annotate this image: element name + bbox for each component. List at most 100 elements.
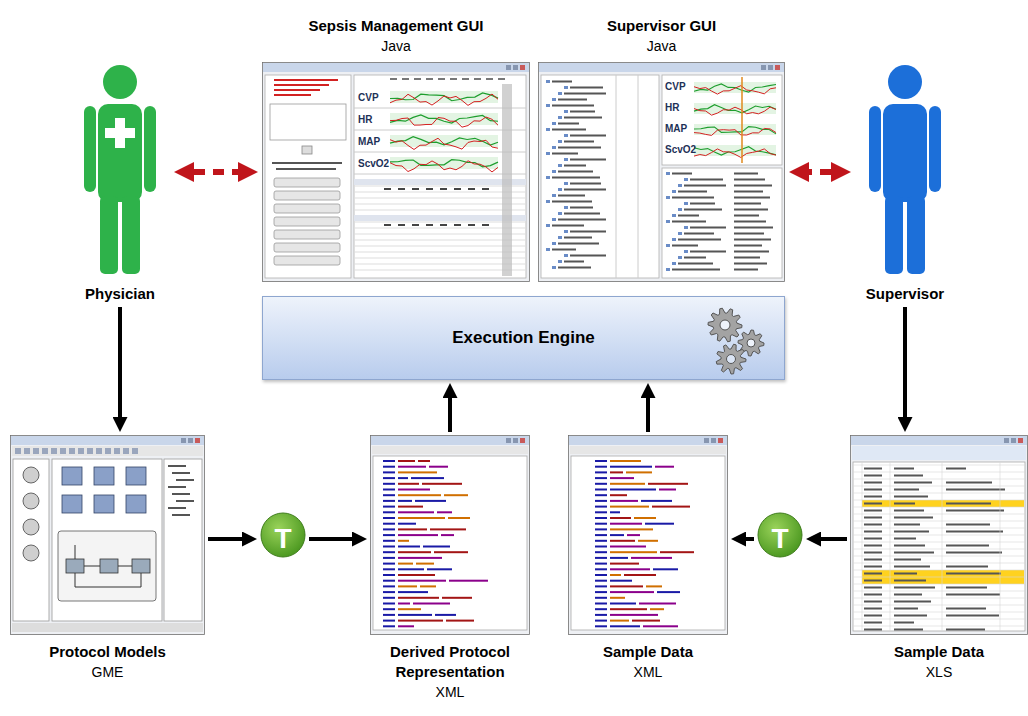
grid-line <box>853 521 1025 522</box>
tool-icon <box>60 448 66 454</box>
text-stroke <box>864 594 882 596</box>
code-stroke <box>430 528 466 530</box>
grid-line <box>354 174 526 175</box>
text-stroke <box>864 601 882 603</box>
text-stroke <box>734 209 768 211</box>
ui-button <box>302 146 312 154</box>
gui-screenshot: Supervisor GUIJavaCVPHRMAPScvO2 <box>538 62 785 282</box>
node-illustration <box>10 435 205 635</box>
text-stroke <box>570 159 606 161</box>
node-title: T <box>771 516 788 562</box>
text-stroke <box>946 608 986 610</box>
grid-line <box>942 462 943 631</box>
flow-arrow <box>118 307 122 417</box>
text-stroke <box>552 105 594 107</box>
text-stroke <box>398 188 405 190</box>
code-stroke <box>610 620 629 622</box>
grid-line <box>853 584 1025 585</box>
gui-screenshot: Sepsis Management GUIJavaCVPHRMAPScvO2 <box>262 62 530 282</box>
code-stroke <box>427 568 452 570</box>
text-stroke <box>864 510 882 512</box>
grid-line <box>354 252 526 253</box>
grid-line <box>853 500 1025 501</box>
ribbon <box>852 446 1026 460</box>
model-wire <box>75 545 141 587</box>
code-stroke <box>626 471 652 473</box>
time-cursor <box>502 84 512 276</box>
code-stroke <box>423 546 450 548</box>
axis-tick <box>462 78 469 80</box>
node-title: Supervisor <box>845 284 965 304</box>
axis-tick <box>414 78 421 80</box>
grid-line <box>354 192 526 193</box>
tree-icon <box>564 254 568 257</box>
illustration-group <box>851 436 1028 635</box>
code-stroke <box>398 471 437 473</box>
text-stroke <box>274 84 329 86</box>
text-stroke <box>168 507 186 509</box>
trend-line <box>390 94 498 105</box>
code-stroke <box>398 494 441 496</box>
title-bar <box>263 63 529 72</box>
code-stroke <box>398 574 435 576</box>
node-title: Physician <box>60 284 180 304</box>
ui-button <box>274 217 340 226</box>
illustration-group <box>84 65 156 274</box>
code-stroke <box>595 489 607 491</box>
text-stroke <box>678 239 721 241</box>
node-illustration <box>538 62 785 282</box>
text-stroke <box>734 257 760 259</box>
vital-sign-label: CVP <box>358 92 379 104</box>
axis-tick <box>402 78 409 80</box>
code-stroke <box>595 540 607 542</box>
code-stroke <box>645 523 674 525</box>
text-stroke <box>864 496 882 498</box>
node-caption: T <box>771 516 788 562</box>
code-stroke <box>383 471 395 473</box>
tree-icon <box>684 250 688 253</box>
text-stroke <box>558 219 606 221</box>
code-stroke <box>383 523 395 525</box>
code-stroke <box>595 528 607 530</box>
vital-sign-label: MAP <box>358 136 380 148</box>
code-stroke <box>416 563 434 565</box>
text-stroke <box>864 482 882 484</box>
gear-hole <box>727 355 736 364</box>
text-stroke <box>946 629 985 631</box>
illustration-group <box>569 436 728 635</box>
text-stroke <box>946 594 1000 596</box>
tree-icon <box>666 220 670 223</box>
node-illustration <box>70 62 170 277</box>
text-stroke <box>570 183 601 185</box>
file-screenshot: Derived Protocol RepresentationXML <box>370 435 530 635</box>
window-button <box>775 65 780 70</box>
text-stroke <box>570 231 606 233</box>
tool-icon <box>78 448 84 454</box>
code-stroke <box>610 523 642 525</box>
code-stroke <box>638 540 658 542</box>
code-stroke <box>398 557 442 559</box>
text-stroke <box>468 224 475 226</box>
code-stroke <box>659 489 676 491</box>
file-screenshot: Sample DataXLS <box>850 435 1028 635</box>
axis-tick <box>450 78 457 80</box>
trend-line <box>390 117 498 127</box>
grid-line <box>354 270 526 271</box>
code-stroke <box>383 608 395 610</box>
code-stroke <box>634 517 656 519</box>
grid-line <box>853 598 1025 599</box>
code-stroke <box>413 603 450 605</box>
code-stroke <box>398 563 413 565</box>
code-stroke <box>595 534 607 536</box>
grid-line <box>890 462 891 631</box>
code-stroke <box>595 597 607 599</box>
node-caption: Sample DataXML <box>563 642 733 682</box>
text-stroke <box>864 580 882 582</box>
gear-hole <box>747 339 755 347</box>
title-bar <box>539 63 784 72</box>
code-stroke <box>398 511 434 513</box>
code-stroke <box>624 574 656 576</box>
grid-line <box>853 577 1025 578</box>
grid-line <box>1000 462 1001 631</box>
